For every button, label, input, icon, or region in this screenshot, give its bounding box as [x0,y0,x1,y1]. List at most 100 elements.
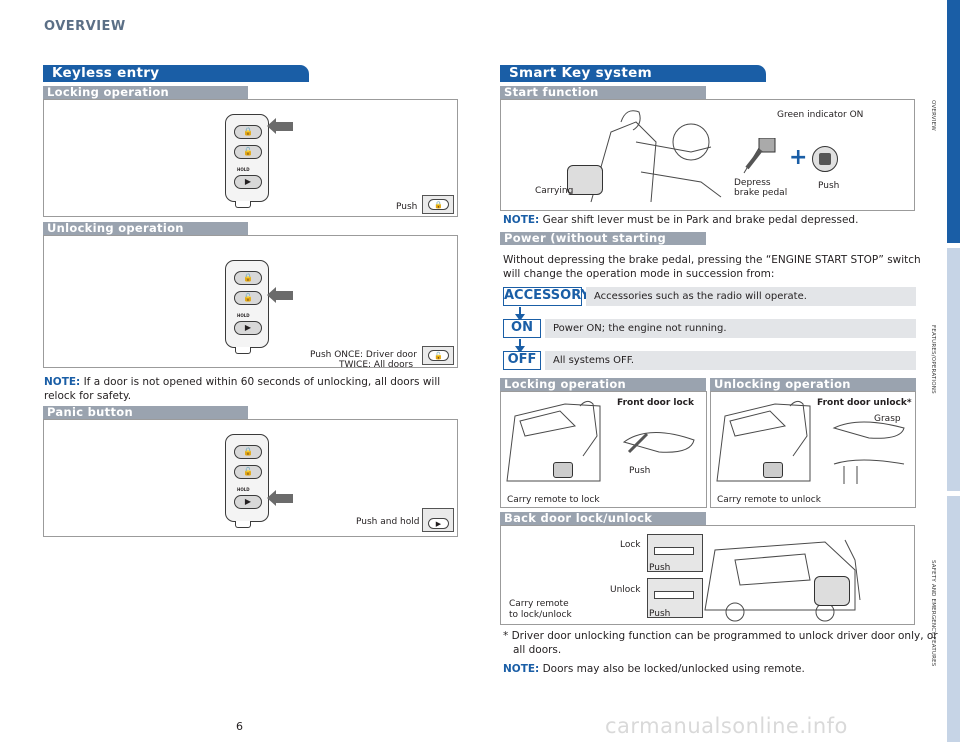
smart-key-icon [763,462,783,478]
front-door-lock-label: Front door lock [617,398,695,408]
vehicle-rear-illustration [704,539,861,622]
note-text: Doors may also be locked/unlocked using … [539,663,805,675]
door-handle-grasp-illustration [832,421,905,484]
keyless-unlocking-heading: Unlocking operation [43,222,248,235]
power-description: Without depressing the brake pedal, pres… [503,253,921,281]
power-desc-line1: Without depressing the brake pedal, pres… [503,254,921,266]
keyless-entry-banner: Keyless entry [43,65,309,82]
panic-button-icon: ▶ [234,495,262,509]
green-indicator-label: Green indicator ON [777,110,864,120]
panic-mini-icon: ▶ [422,508,454,532]
mode-off-desc: All systems OFF. [545,351,916,370]
key-fob-illustration: 🔒 🔓 HOLD ▶ [225,260,269,354]
keyless-locking-heading: Locking operation [43,86,248,99]
panic-button-heading: Panic button [43,406,248,419]
carry-back-line1: Carry remote [509,599,569,609]
smart-key-carried-icon [567,165,603,195]
plus-icon: + [789,145,808,170]
lock-switch-closeup [647,534,703,572]
push-arrow-icon [267,118,293,134]
carrying-label: Carrying [535,186,574,196]
start-function-panel: Carrying + Green indicator ON Depress br… [500,99,915,211]
unlocking-push-line2: TWICE: All doors [339,360,414,370]
hold-label: HOLD [237,167,250,172]
back-door-lock-push: Push [649,563,671,573]
note-label: NOTE: [503,663,540,675]
panic-button-panel: 🔒 🔓 HOLD ▶ Push and hold ▶ [43,419,458,537]
side-label-overview: OVERVIEW [930,100,936,131]
keyless-note: NOTE: If a door is not opened within 60 … [44,375,454,403]
smart-locking-panel: Front door lock Push Carry remote to loc… [500,391,707,508]
unlock-button-icon: 🔓 [234,465,262,479]
depress-brake-label: Depress brake pedal [734,178,787,198]
footnote-line2: all doors. [513,644,562,656]
lock-button-icon: 🔒 [234,271,262,285]
keyless-unlocking-panel: 🔒 🔓 HOLD ▶ Push ONCE: Driver door TWICE:… [43,235,458,370]
carry-remote-lock-label: Carry remote to lock [507,495,600,505]
footnote-line1: * Driver door unlocking function can be … [503,630,938,642]
back-door-panel: Lock Push Unlock Push Carry remote to lo… [500,525,915,625]
door-handle-push-illustration [622,431,695,454]
note-text: If a door is not opened within 60 second… [44,376,441,402]
lock-button-icon: 🔒 [234,445,262,459]
hold-label: HOLD [237,313,250,318]
driver-seat-illustration [590,110,722,203]
start-note: NOTE: Gear shift lever must be in Park a… [503,213,858,227]
unlock-button-icon: 🔓 [234,145,262,159]
mechanical-key-icon [235,201,251,208]
smart-unlocking-panel: Front door unlock* Grasp Carry remote to… [710,391,916,508]
smart-lock-push-label: Push [629,466,651,476]
key-fob-illustration: 🔒 🔓 HOLD ▶ [225,434,269,528]
mode-down-arrow-icon [515,339,525,353]
hold-label: HOLD [237,487,250,492]
side-label-safety: SAFETY AND EMERGENCY FEATURES [930,560,936,667]
back-door-unlock-push: Push [649,609,671,619]
smart-key-banner: Smart Key system [500,65,766,82]
panic-button-icon: ▶ [234,175,262,189]
side-tab-features[interactable] [947,248,960,491]
carry-remote-back-label: Carry remote to lock/unlock [509,599,572,621]
key-fob-illustration: 🔒 🔓 HOLD ▶ [225,114,269,208]
final-note: NOTE: Doors may also be locked/unlocked … [503,662,805,676]
page-title: OVERVIEW [44,19,126,34]
note-label: NOTE: [503,214,540,226]
back-door-heading: Back door lock/unlock [500,512,706,525]
unlock-mini-icon: 🔓 [422,346,454,365]
mode-accessory-desc: Accessories such as the radio will opera… [586,287,916,306]
power-heading: Power (without starting engine) [500,232,706,258]
mode-off-label: OFF [503,351,541,370]
note-label: NOTE: [44,376,81,388]
smart-key-icon [553,462,573,478]
side-tab-safety[interactable] [947,496,960,742]
mode-on-label: ON [503,319,541,338]
start-push-label: Push [818,181,840,191]
keyless-locking-panel: 🔒 🔓 HOLD ▶ Push 🔒 [43,99,458,217]
side-tab-overview[interactable] [947,0,960,243]
locking-push-label: Push [396,202,418,212]
lock-mini-icon: 🔒 [422,195,454,214]
push-arrow-icon [267,287,293,303]
mechanical-key-icon [235,347,251,354]
smart-key-icon [814,576,850,606]
mechanical-key-icon [235,521,251,528]
depress-line2: brake pedal [734,188,788,198]
car-door-unlock-illustration [716,400,811,482]
brake-pedal-icon [743,138,776,174]
depress-line1: Depress [734,178,771,188]
smart-locking-heading: Locking operation [500,378,706,391]
carry-back-line2: to lock/unlock [509,610,572,620]
back-door-lock-label: Lock [620,540,641,550]
carry-remote-unlock-label: Carry remote to unlock [717,495,821,505]
mode-on-desc: Power ON; the engine not running. [545,319,916,338]
panic-button-icon: ▶ [234,321,262,335]
unlock-switch-closeup [647,578,703,618]
front-door-unlock-label: Front door unlock* [817,398,912,408]
unlocking-push-line1: Push ONCE: Driver door [310,350,417,360]
car-door-lock-illustration [506,400,601,482]
start-function-heading: Start function [500,86,706,99]
page-number: 6 [236,720,243,733]
footnote: * Driver door unlocking function can be … [503,629,938,657]
back-door-unlock-label: Unlock [610,585,641,595]
mode-down-arrow-icon [515,307,525,321]
lock-button-icon: 🔒 [234,125,262,139]
